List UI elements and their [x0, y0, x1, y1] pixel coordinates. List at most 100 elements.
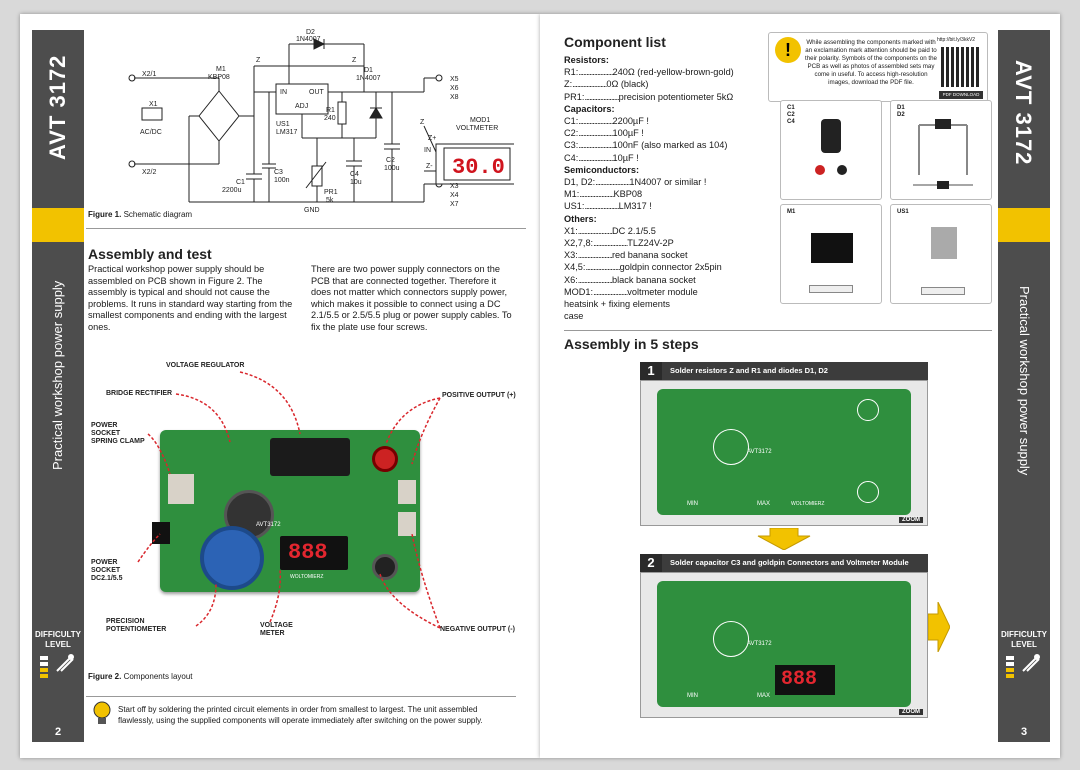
- right-difficulty-label: DIFFICULTY LEVEL: [998, 630, 1050, 650]
- component-row: M1:......................KBP08: [564, 188, 784, 200]
- label-adj: ADJ: [295, 103, 308, 110]
- label-d2: D2: [306, 29, 315, 36]
- leader-dots: ......................: [578, 128, 613, 139]
- black-banana-socket: [372, 554, 398, 580]
- callout-negative-output: NEGATIVE OUTPUT (-): [440, 626, 515, 633]
- step-1-zoom-button[interactable]: ZOOM: [899, 517, 923, 523]
- callout-positive-output: POSITIVE OUTPUT (+): [442, 392, 516, 399]
- tile-c-labels: C1 C2 C4: [787, 105, 795, 126]
- label-x1: X1: [149, 101, 158, 108]
- qr-code-icon[interactable]: [941, 47, 981, 87]
- step-2-image: 888 AVT3172 MIN MAX ZOOM: [640, 572, 928, 718]
- label-d2-val: 1N4007: [296, 36, 321, 43]
- qr-url[interactable]: http://bit.ly/3kkV2: [937, 37, 976, 43]
- minus-icon: [837, 165, 847, 175]
- label-in2: IN: [424, 147, 431, 154]
- left-page: AVT 3172 Practical workshop power supply…: [20, 14, 540, 758]
- level-word: LEVEL: [45, 640, 71, 649]
- tile-label-us1: US1: [897, 209, 909, 215]
- component-ref: M1:: [564, 189, 580, 200]
- leader-dots: ......................: [578, 152, 613, 163]
- component-row: R1:......................240Ω (red-yello…: [564, 66, 784, 78]
- pcb-silk: AVT3172: [256, 522, 281, 528]
- pdf-download-label[interactable]: PDF DOWNLOAD: [939, 91, 983, 99]
- component-row: C3:......................100nF (also mar…: [564, 139, 784, 151]
- heatsink: [270, 438, 350, 476]
- leader-dots: ......................: [578, 67, 613, 78]
- leader-dots: ......................: [577, 250, 613, 261]
- arrow-right-icon[interactable]: [928, 602, 950, 652]
- component-row: MOD1:......................voltmeter mod…: [564, 286, 784, 298]
- divider-steps: [564, 330, 992, 331]
- step-2-zoom-button[interactable]: ZOOM: [899, 709, 923, 715]
- step-1-image: AVT3172 MIN MAX WOLTOMIERZ ZOOM: [640, 380, 928, 526]
- label-c2-val: 100u: [384, 165, 400, 172]
- c1-footprint: [713, 621, 749, 657]
- component-row: Z:......................0Ω (black): [564, 78, 784, 90]
- tile-bridge: M1: [780, 204, 882, 304]
- tile-label-d2: D2: [897, 112, 905, 118]
- component-value: DC 2.1/5.5: [611, 225, 656, 236]
- component-row: X3:......................red banana sock…: [564, 249, 784, 261]
- polarity-note-text: While assembling the components marked w…: [805, 39, 937, 86]
- callout-arrows: [137, 371, 441, 629]
- label-x4: X4: [450, 192, 459, 199]
- component-list-heading: Component list: [564, 34, 666, 50]
- step-1-min: MIN: [687, 501, 698, 507]
- label-d1-val: 1N4007: [356, 75, 381, 82]
- diode-photo: [913, 119, 973, 189]
- component-ref: MOD1:: [564, 286, 594, 297]
- component-row: C2:......................100µF !: [564, 127, 784, 139]
- right-side-code: AVT 3172: [1011, 60, 1036, 166]
- label-us1: US1: [276, 121, 290, 128]
- label-x2-2: X2/2: [142, 169, 157, 176]
- label-zminus: Z-: [426, 163, 433, 170]
- component-value: red banana socket: [611, 250, 688, 261]
- capacitor-photo: [821, 119, 841, 153]
- component-row: PR1:......................precision pote…: [564, 91, 784, 103]
- label-c4-val: 10u: [350, 179, 362, 186]
- figure-1-caption: Figure 1. Schematic diagram: [88, 210, 192, 219]
- component-extra-row: heatsink + fixing elements: [564, 299, 670, 310]
- step-2-number: 2: [640, 554, 662, 572]
- label-z2: Z: [352, 57, 357, 64]
- red-banana-socket: [372, 446, 398, 472]
- label-x6: X6: [450, 85, 459, 92]
- steps-heading: Assembly in 5 steps: [564, 336, 699, 352]
- tile-regulator: US1: [890, 204, 992, 304]
- label-r1-val: 240: [324, 115, 336, 122]
- component-row: X1:......................DC 2.1/5.5: [564, 225, 784, 237]
- spring-clamp: [168, 474, 194, 504]
- pcb-display: 888: [288, 540, 328, 565]
- leader-dots: ......................: [593, 286, 628, 297]
- component-ref: PR1:: [564, 91, 585, 102]
- label-gnd: GND: [304, 207, 320, 214]
- fig2-caption-text: Components layout: [123, 672, 193, 681]
- potentiometer-knob: [200, 526, 264, 590]
- output-clamp-top: [398, 480, 416, 504]
- fig1-caption-text: Schematic diagram: [123, 210, 193, 219]
- level-word: LEVEL: [1011, 640, 1037, 649]
- right-yellow-mark: [998, 208, 1050, 242]
- leader-dots: ......................: [577, 274, 613, 285]
- component-ref: X4,5:: [564, 262, 586, 273]
- component-row: C4:......................10µF !: [564, 152, 784, 164]
- component-list: Resistors:R1:......................240Ω …: [564, 54, 784, 322]
- assembly-paragraph-1: Practical workshop power supply should b…: [88, 264, 293, 332]
- leader-dots: ......................: [579, 189, 614, 200]
- leader-dots: ......................: [584, 201, 619, 212]
- leader-dots: ......................: [584, 91, 619, 102]
- tile-label-d1: D1: [897, 105, 905, 111]
- label-c1-val: 2200u: [222, 187, 242, 194]
- figure-2-caption: Figure 2. Components layout: [88, 672, 193, 681]
- component-section-title: Resistors:: [564, 55, 609, 65]
- label-mod1: MOD1: [470, 117, 490, 124]
- divider-tip: [86, 696, 516, 697]
- schematic-diagram: X2/1 X1 AC/DC X2/2 M1 KBP08 C1 2200u D2 …: [128, 29, 514, 214]
- component-value: 2200µF !: [612, 116, 649, 127]
- right-side-bar: AVT 3172 Practical workshop power supply…: [998, 30, 1050, 742]
- fig1-caption-bold: Figure 1.: [88, 210, 122, 219]
- tile-diodes: D1 D2: [890, 100, 992, 200]
- regulator-photo: [931, 227, 957, 259]
- component-row: X6:......................black banana so…: [564, 274, 784, 286]
